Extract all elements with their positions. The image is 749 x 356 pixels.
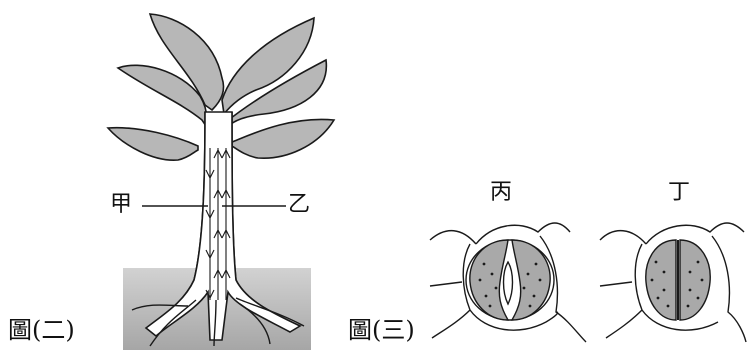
label-yi: 乙: [288, 194, 310, 216]
plant-figure: [108, 14, 334, 350]
caption-figure-2: 圖(二): [8, 318, 75, 342]
label-ding: 丁: [668, 182, 690, 204]
guard-cell-left-closed: [646, 240, 676, 320]
stoma-open: [430, 223, 586, 342]
label-bing: 丙: [490, 182, 512, 204]
guard-cell-right-open: [512, 240, 550, 320]
label-jia: 甲: [110, 194, 132, 216]
caption-figure-3: 圖(三): [348, 318, 415, 342]
stoma-closed: [600, 223, 746, 342]
stoma-pore: [504, 262, 513, 304]
guard-cell-left-open: [470, 240, 508, 320]
leaf-low-left: [108, 128, 198, 160]
guard-cell-right-closed: [680, 240, 710, 320]
leaf-low-right: [232, 119, 334, 158]
